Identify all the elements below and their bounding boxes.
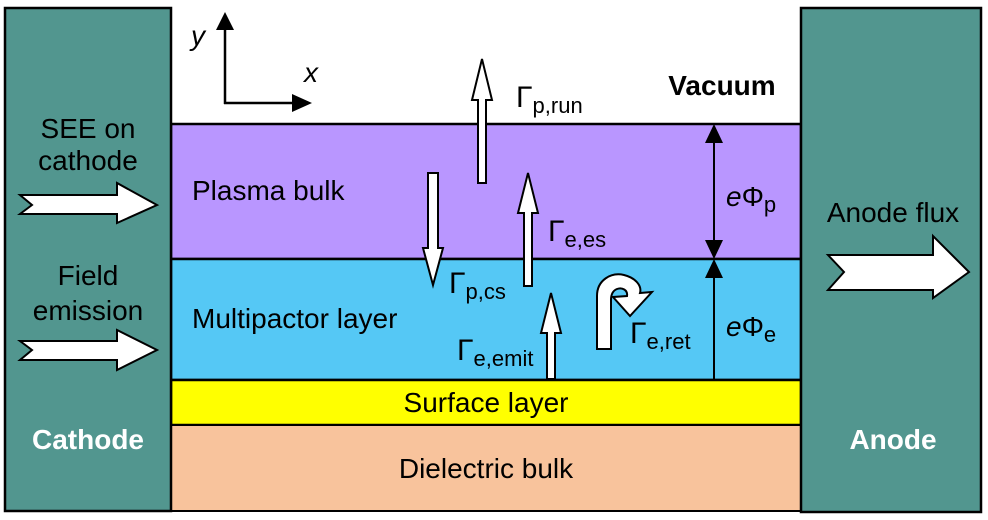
anode-flux-arrow-icon <box>825 233 971 300</box>
flux-e-es-arrow-icon <box>516 172 540 287</box>
electron-potential-label: eΦe <box>726 311 776 347</box>
flux-p-run-arrow-icon <box>470 58 494 184</box>
flux-e-emit-label: Γe,emit <box>457 334 533 371</box>
flux-e-es-label: Γe,es <box>548 215 606 252</box>
surface-layer-label: Surface layer <box>404 387 569 418</box>
see-label-line1: SEE on <box>41 113 136 144</box>
cathode-label: Cathode <box>32 424 144 455</box>
field-emission-label-line1: Field <box>58 260 119 291</box>
anode-label: Anode <box>849 424 936 455</box>
plasma-potential-arrow-icon <box>705 124 723 259</box>
flux-e-ret-label: Γe,ret <box>630 317 691 354</box>
axis-y-label: y <box>189 20 207 51</box>
flux-p-cs-label: Γp,cs <box>449 267 506 304</box>
vacuum-label: Vacuum <box>668 70 775 101</box>
plasma-bulk-label: Plasma bulk <box>192 175 346 206</box>
anode-flux-label: Anode flux <box>827 197 959 228</box>
flux-p-cs-arrow-icon <box>421 172 445 289</box>
field-emission-label-line2: emission <box>33 295 143 326</box>
plasma-potential-label: eΦp <box>726 181 776 217</box>
see-arrow-icon <box>17 181 160 225</box>
dielectric-bulk-region <box>170 424 802 512</box>
multipactor-layer-region <box>169 257 803 382</box>
dielectric-bulk-label: Dielectric bulk <box>399 453 574 484</box>
see-label-line2: cathode <box>38 145 138 176</box>
multipactor-layer-label: Multipactor layer <box>192 303 397 334</box>
flux-e-emit-arrow-icon <box>539 292 563 380</box>
field-emission-arrow-icon <box>17 328 160 372</box>
cathode-block <box>3 6 173 513</box>
flux-p-run-label: Γp,run <box>516 81 583 118</box>
surface-layer-region <box>169 378 803 427</box>
electron-potential-arrow-icon <box>705 259 723 380</box>
flux-e-ret-arrow-icon <box>596 273 655 350</box>
axis-x-label: x <box>302 57 319 88</box>
axes-icon <box>216 12 312 112</box>
